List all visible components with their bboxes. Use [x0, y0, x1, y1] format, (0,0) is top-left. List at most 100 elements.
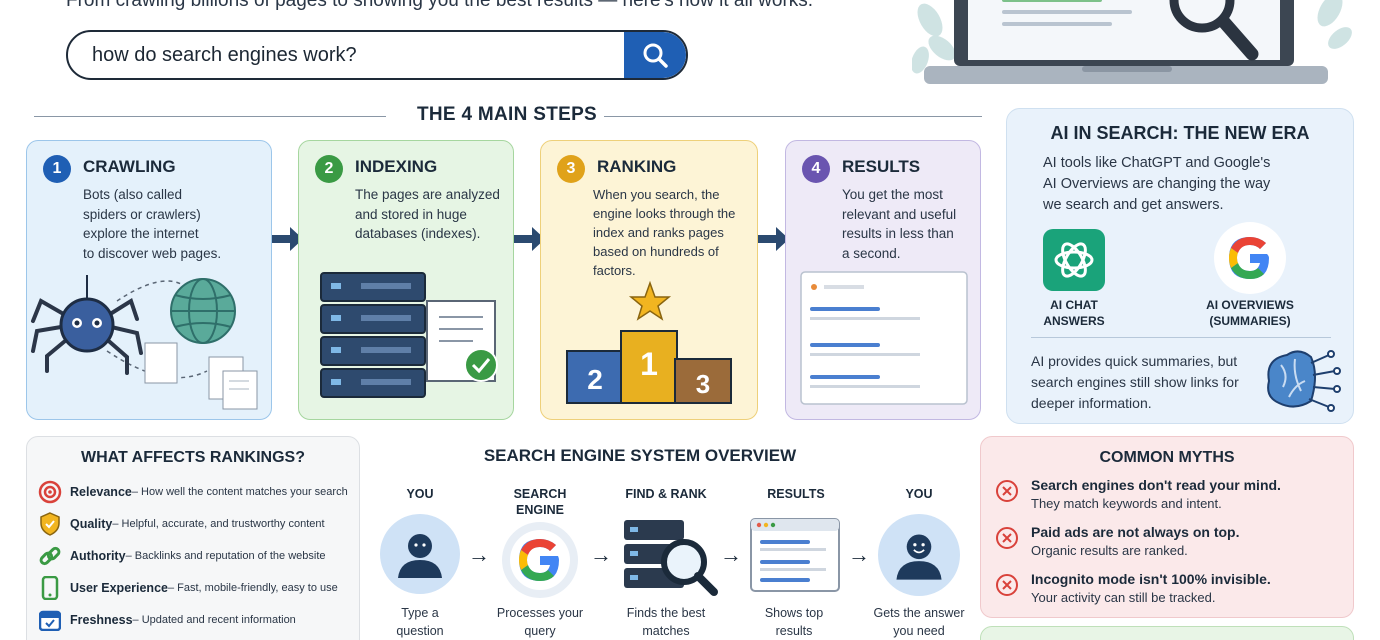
x-circle-icon	[996, 527, 1018, 549]
label-line: SEARCH	[513, 487, 567, 501]
document-check-icon	[426, 300, 498, 382]
system-node-label: FIND & RANK	[616, 486, 716, 502]
factor-description: – Backlinks and reputation of the websit…	[125, 550, 326, 562]
caption-line: Type a	[401, 606, 439, 620]
ranking-factor-item: Quality – Helpful, accurate, and trustwo…	[37, 511, 325, 537]
shield-icon	[37, 511, 63, 537]
step-title: CRAWLING	[83, 157, 176, 176]
myth-title: Incognito mode isn't 100% invisible.	[1031, 571, 1271, 587]
step-number-badge: 4	[802, 155, 830, 183]
myths-title: COMMON MYTHS	[1099, 449, 1235, 466]
factor-name: Relevance	[70, 485, 132, 499]
step-title: RESULTS	[842, 157, 921, 176]
caption-line: Shows top	[764, 606, 824, 620]
ranking-factors-panel: WHAT AFFECTS RANKINGS? Relevance – How w…	[26, 436, 360, 640]
desc-line: When you search, the	[593, 187, 720, 202]
leaf-decoration-right	[1317, 0, 1352, 49]
caption-line: Finds the best	[626, 606, 706, 620]
crawling-illustration	[31, 275, 258, 410]
step-number-badge: 1	[43, 155, 71, 183]
divider	[1031, 337, 1331, 338]
desc-line: relevant and useful	[842, 206, 957, 222]
search-bar[interactable]: how do search engines work?	[66, 30, 688, 80]
factor-description: – Fast, mobile-friendly, easy to use	[167, 582, 338, 594]
caption-line: Gets the answer	[873, 606, 965, 620]
laptop-illustration	[912, 0, 1352, 84]
caption-line: query	[524, 624, 556, 638]
caption-line: Processes your	[496, 606, 584, 620]
step-description: You get the most relevant and useful res…	[842, 185, 956, 263]
ranking-factor-item: Authority – Backlinks and reputation of …	[37, 543, 326, 569]
target-icon	[37, 479, 63, 505]
step-card-results: 4 RESULTS You get the most relevant and …	[785, 140, 981, 420]
myth-description: They match keywords and intent.	[1031, 496, 1222, 511]
arrow-right-icon	[514, 227, 545, 251]
leaf-decoration-left	[912, 3, 956, 74]
system-node-label: YOU	[380, 486, 460, 502]
desc-line: search engines still show links for	[1031, 374, 1239, 390]
server-magnifier-icon	[624, 520, 718, 596]
search-icon	[643, 43, 668, 68]
desc-line: The pages are analyzed	[355, 187, 500, 202]
document-icon	[144, 342, 258, 410]
caption-line: matches	[642, 624, 690, 638]
label-line: YOU	[406, 487, 434, 501]
factor-description: – Helpful, accurate, and trustworthy con…	[112, 518, 325, 530]
myth-description: Organic results are ranked.	[1031, 543, 1188, 558]
label-line: AI OVERVIEWS	[1206, 298, 1294, 312]
ai-panel-note: AI provides quick summaries, but search …	[1031, 351, 1261, 414]
system-node-label: RESULTS	[754, 486, 838, 502]
system-node-label: YOU	[878, 486, 960, 502]
flow-arrow-icon: →	[720, 542, 742, 567]
ranking-factor-item: User Experience – Fast, mobile-friendly,…	[37, 575, 338, 601]
search-button[interactable]	[624, 32, 686, 78]
globe-icon	[170, 278, 236, 344]
label-line: FIND & RANK	[625, 487, 707, 501]
rankings-title: WHAT AFFECTS RANKINGS?	[81, 449, 305, 466]
ranking-factor-item: Relevance – How well the content matches…	[37, 479, 348, 505]
page-subtitle: From crawling billions of pages to showi…	[66, 0, 814, 11]
label-line: (SUMMARIES)	[1209, 314, 1291, 328]
desc-line: a second.	[842, 245, 901, 261]
ai-panel-title: AI IN SEARCH: THE NEW ERA	[1050, 123, 1310, 143]
desc-line: to discover web pages.	[83, 245, 222, 261]
chatgpt-logo-icon	[1043, 229, 1105, 291]
step-card-indexing: 2 INDEXING The pages are analyzed and st…	[298, 140, 514, 420]
podium-illustration: 2 1 3	[566, 280, 732, 404]
results-window-icon	[750, 518, 840, 592]
link-icon	[37, 543, 63, 569]
ai-in-search-panel: AI IN SEARCH: THE NEW ERA AI tools like …	[1006, 108, 1354, 424]
label-line: ANSWERS	[1043, 314, 1105, 328]
divider-left	[34, 116, 386, 117]
star-icon	[628, 280, 672, 321]
system-node-caption: Type a question	[370, 604, 470, 640]
label-line: AI CHAT	[1050, 298, 1098, 312]
user-happy-avatar-icon	[878, 514, 960, 596]
step-description: Bots (also called spiders or crawlers) e…	[83, 185, 221, 263]
step-title: RANKING	[597, 157, 677, 176]
desc-line: You get the most	[842, 187, 943, 202]
system-overview-title: SEARCH ENGINE SYSTEM OVERVIEW	[483, 446, 797, 465]
arrow-right-icon	[272, 227, 303, 251]
factor-name: User Experience	[70, 581, 168, 595]
desc-line: results in less than	[842, 226, 954, 241]
ai-chat-label: AI CHAT ANSWERS	[1029, 297, 1119, 329]
divider-right	[604, 116, 982, 117]
step-number-badge: 3	[557, 155, 585, 183]
factor-name: Quality	[70, 517, 113, 531]
factor-name: Authority	[70, 549, 126, 563]
x-circle-icon	[996, 574, 1018, 596]
common-myths-panel: COMMON MYTHS Search engines don't read y…	[980, 436, 1354, 618]
desc-line: AI provides quick summaries, but	[1031, 353, 1238, 369]
magnifier-icon	[1169, 0, 1259, 61]
google-logo-icon	[1214, 222, 1286, 294]
system-node-caption: Gets the answer you need	[862, 604, 976, 640]
label-line: RESULTS	[767, 487, 825, 501]
factor-description: – Updated and recent information	[132, 614, 296, 626]
indexing-illustration	[320, 272, 498, 398]
myth-description: Your activity can still be tracked.	[1031, 590, 1216, 605]
system-node-label: SEARCH ENGINE	[500, 486, 580, 518]
search-query-text: how do search engines work?	[92, 44, 357, 66]
system-node-caption: Finds the best matches	[612, 604, 720, 640]
step-title: INDEXING	[355, 157, 438, 176]
